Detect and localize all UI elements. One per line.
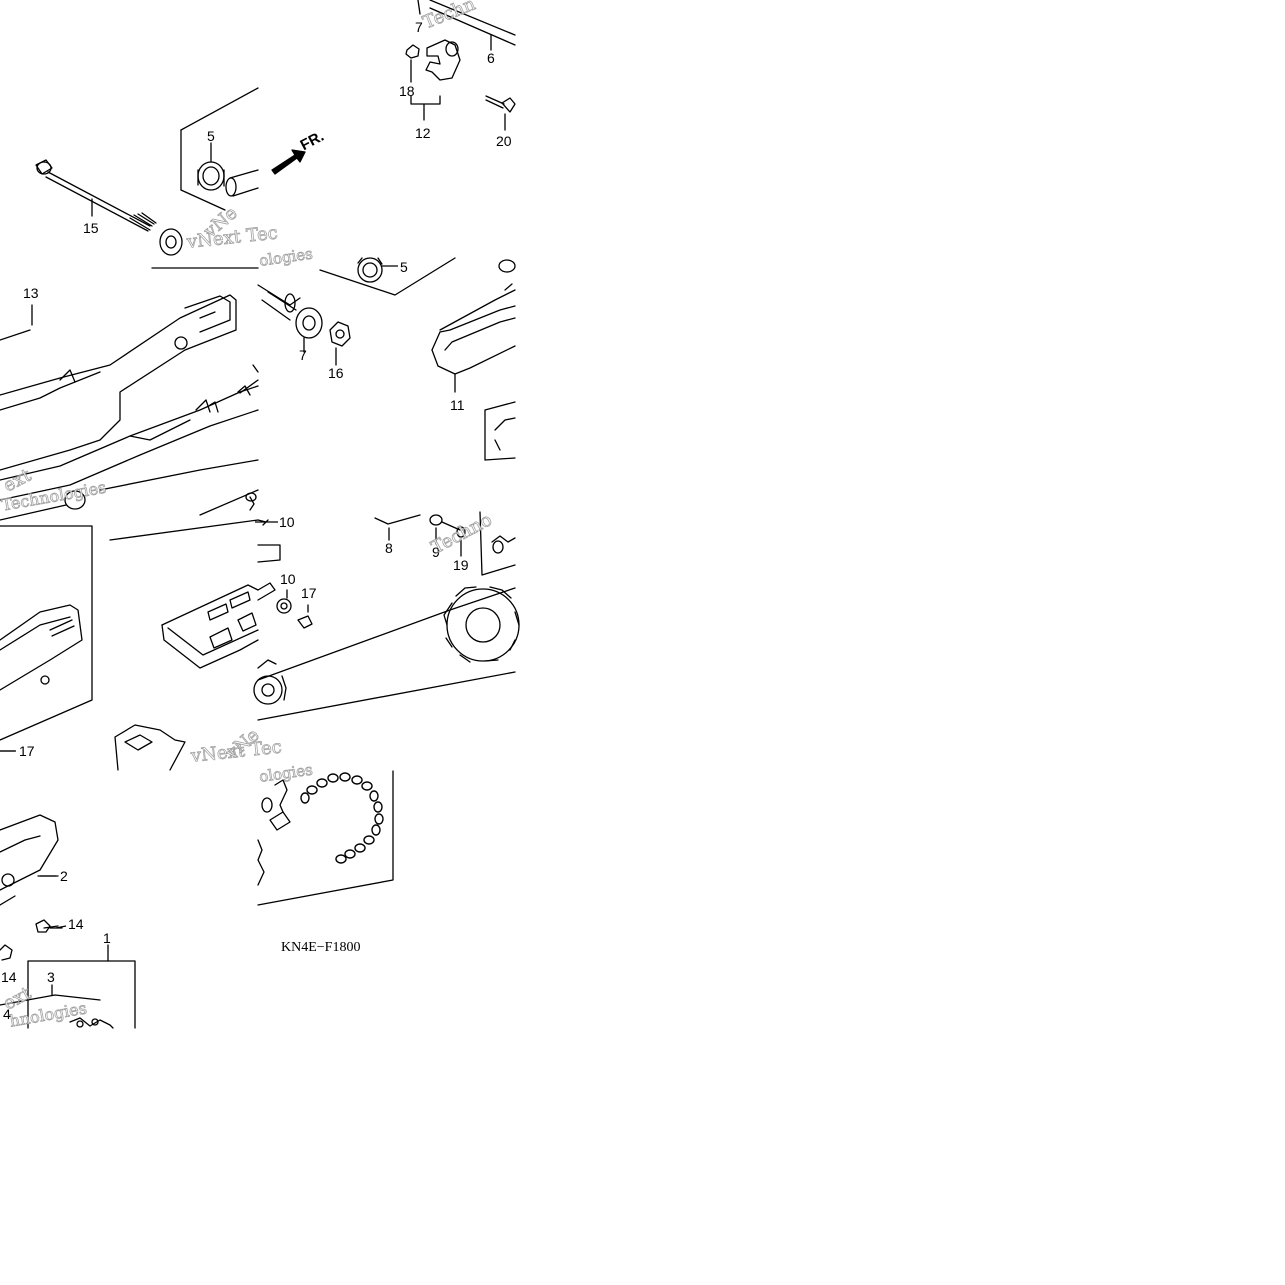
callout-5-upper: 5 [207,128,215,144]
callout-4: 4 [3,1006,11,1022]
callout-14-left: 14 [1,969,17,985]
callout-6: 6 [487,50,495,66]
callout-13: 13 [23,285,39,301]
callout-10-upper: 10 [279,514,295,530]
callout-15: 15 [83,220,99,236]
diagram-code: KN4E−F1800 [281,940,361,955]
callout-17-left: 17 [19,743,35,759]
callout-9: 9 [432,544,440,560]
callout-12: 12 [415,125,431,141]
callout-10-lower: 10 [280,571,296,587]
callout-2: 2 [60,868,68,884]
callout-14-right: 14 [68,916,84,932]
callout-3: 3 [47,969,55,985]
callout-19: 19 [453,557,469,573]
callout-5-lower: 5 [400,259,408,275]
callout-18: 18 [399,83,415,99]
callout-16: 16 [328,365,344,381]
callout-20: 20 [496,133,512,149]
callout-8: 8 [385,540,393,556]
callout-11: 11 [450,397,465,413]
callout-17-right: 17 [301,585,317,601]
callout-7-lower: 7 [299,347,307,363]
callout-1: 1 [103,930,111,946]
callout-7-upper: 7 [415,19,423,35]
